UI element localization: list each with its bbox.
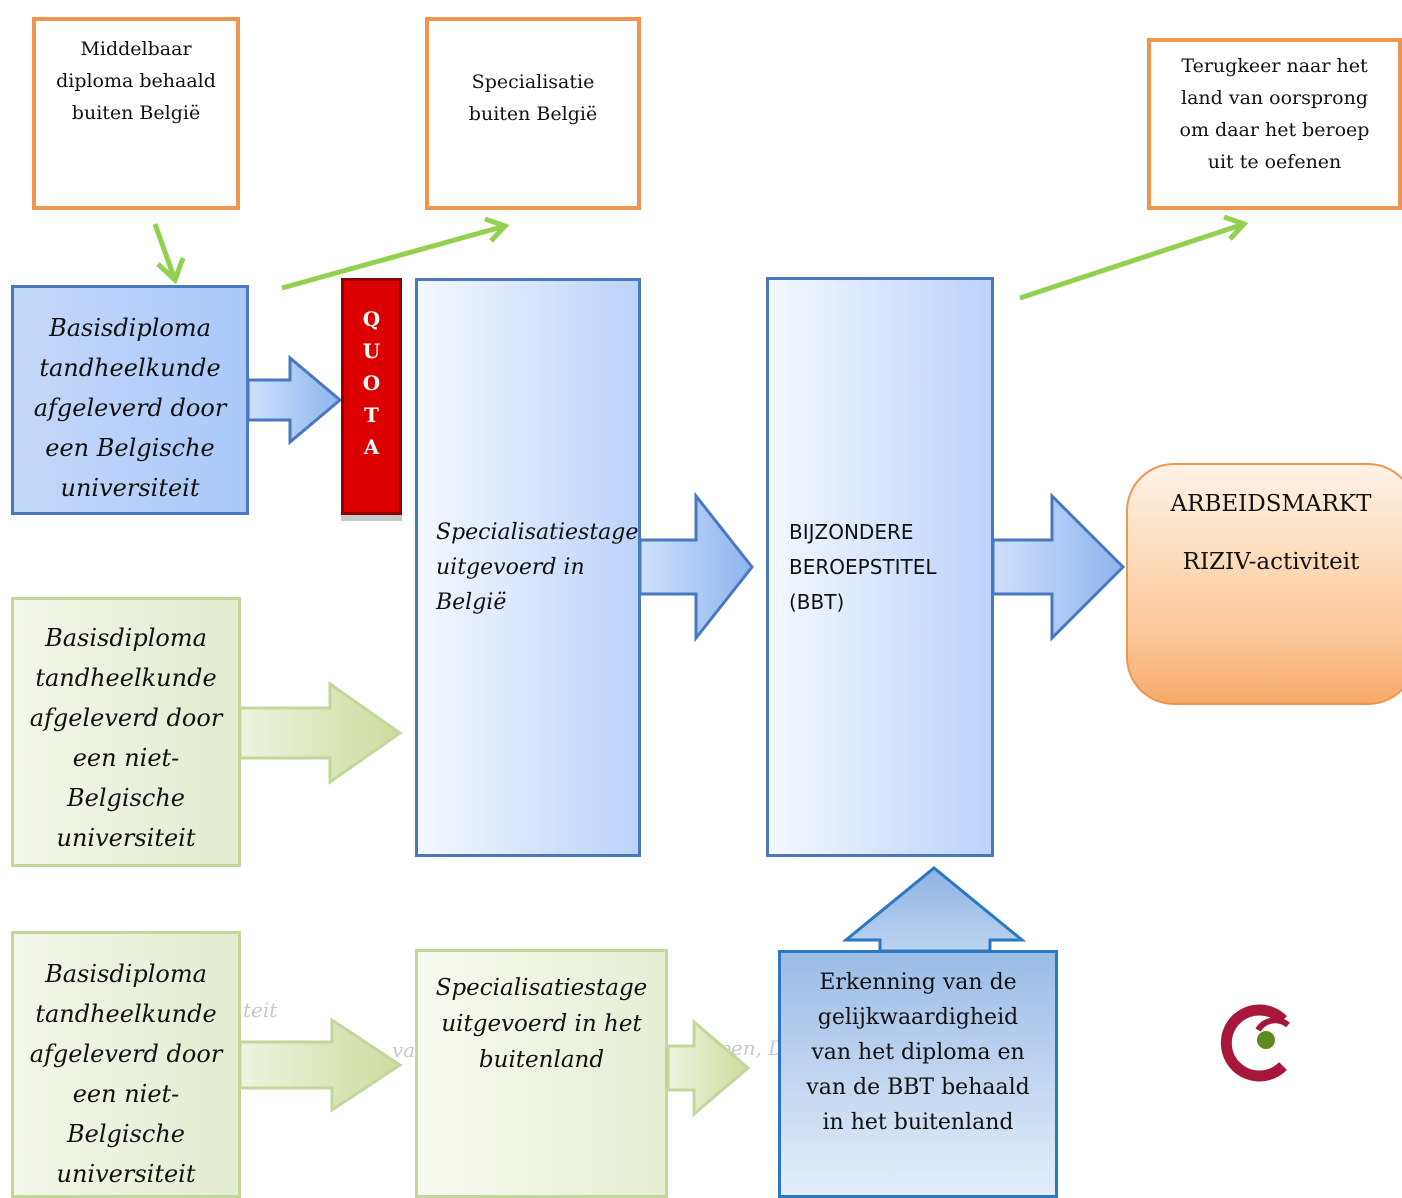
internship-belgium-label: Specialisatiestage uitgevoerd in België xyxy=(436,520,639,615)
internship-abroad-label: Specialisatiestage uitgevoerd in het bui… xyxy=(435,975,648,1073)
arrow-to-labour-market xyxy=(991,492,1126,642)
secondary-diploma-abroad-label: Middelbaar diploma behaald buiten België xyxy=(56,38,216,124)
internship-abroad-box: Specialisatiestage uitgevoerd in het bui… xyxy=(415,949,668,1198)
recognition-label: Erkenning van de gelijkwaardigheid van h… xyxy=(806,970,1030,1135)
labour-market-subtitle: RIZIV-activiteit xyxy=(1182,549,1360,575)
logo-icon xyxy=(1220,1004,1290,1082)
return-home-box: Terugkeer naar het land van oorsprong om… xyxy=(1147,38,1402,210)
quota-letter: O xyxy=(362,371,381,395)
arrow-stage-abroad-to-recognition xyxy=(666,1018,751,1118)
arrow-to-bbt xyxy=(638,491,754,643)
belgian-diploma-box: Basisdiploma tandheelkunde afgeleverd do… xyxy=(11,285,249,515)
labour-market-box: ARBEIDSMARKT RIZIV-activiteit xyxy=(1126,463,1402,705)
bbt-label: BIJZONDERE BEROEPSTITEL (BBT) xyxy=(789,519,937,614)
foreign-diploma-box-2: Basisdiploma tandheelkunde afgeleverd do… xyxy=(11,931,241,1198)
arrow-foreign-to-stage-abroad xyxy=(238,1017,403,1113)
quota-letter: T xyxy=(364,403,379,427)
specialisation-abroad-label: Specialisatie buiten België xyxy=(468,71,598,125)
quota-bar: Q U O T A xyxy=(341,278,402,515)
quota-letter: U xyxy=(362,339,381,363)
bbt-box: BIJZONDERE BEROEPSTITEL (BBT) xyxy=(766,277,994,857)
foreign-diploma-label-1: Basisdiploma tandheelkunde afgeleverd do… xyxy=(29,624,223,852)
return-home-label: Terugkeer naar het land van oorsprong om… xyxy=(1179,55,1370,173)
secondary-diploma-abroad-box: Middelbaar diploma behaald buiten België xyxy=(32,17,240,210)
specialisation-abroad-box: Specialisatie buiten België xyxy=(425,17,641,210)
belgian-diploma-label: Basisdiploma tandheelkunde afgeleverd do… xyxy=(33,314,227,502)
foreign-diploma-label-2: Basisdiploma tandheelkunde afgeleverd do… xyxy=(29,960,223,1188)
labour-market-title: ARBEIDSMARKT xyxy=(1170,491,1372,517)
background-text-fragment: teit xyxy=(243,998,278,1022)
internship-belgium-box: Specialisatiestage uitgevoerd in België xyxy=(415,278,641,857)
arrow-to-quota xyxy=(246,354,343,446)
quota-letter: Q xyxy=(362,307,381,331)
foreign-diploma-box-1: Basisdiploma tandheelkunde afgeleverd do… xyxy=(11,597,241,867)
quota-letter: A xyxy=(363,435,380,459)
arrow-foreign-to-stage xyxy=(238,681,403,785)
arrow-recognition-to-bbt xyxy=(841,866,1027,953)
recognition-box: Erkenning van de gelijkwaardigheid van h… xyxy=(778,950,1058,1198)
